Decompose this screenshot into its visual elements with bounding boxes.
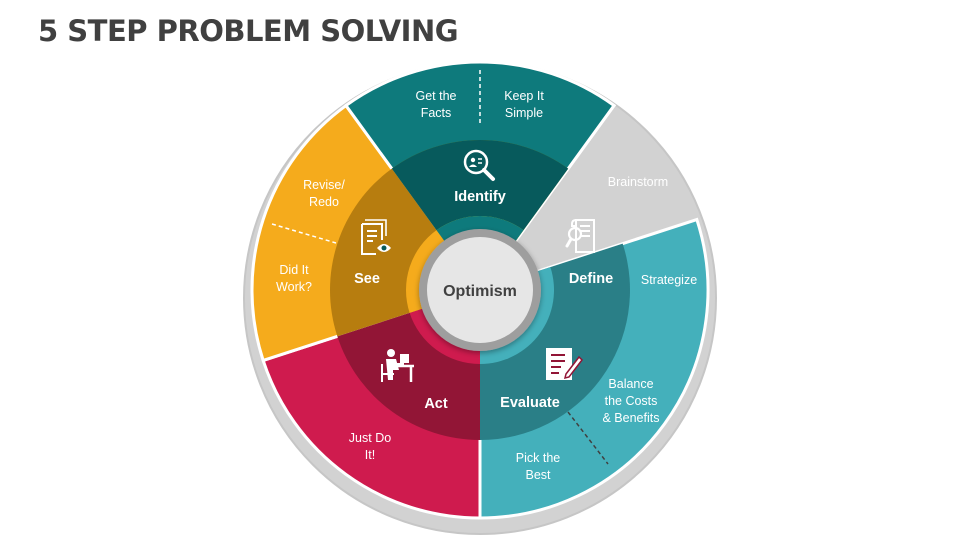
svg-text:Work?: Work? [276, 280, 312, 294]
svg-text:Did It: Did It [279, 263, 309, 277]
label-get-the-facts: Get the Facts [416, 89, 457, 120]
divider-define [625, 221, 689, 244]
center-label: Optimism [443, 283, 517, 300]
step-label-act: Act [424, 396, 448, 412]
svg-text:Revise/: Revise/ [303, 178, 345, 192]
step-label-define: Define [569, 271, 613, 287]
label-keep-it-simple: Keep It Simple [504, 89, 544, 120]
svg-text:the Costs: the Costs [605, 394, 658, 408]
svg-text:Strategize: Strategize [641, 273, 697, 287]
svg-text:Just Do: Just Do [349, 431, 391, 445]
page-title: 5 STEP PROBLEM SOLVING [38, 14, 459, 48]
svg-text:It!: It! [365, 448, 375, 462]
person-at-desk-icon [381, 349, 414, 382]
step-label-see: See [354, 271, 380, 287]
label-strategize: Strategize [641, 273, 697, 287]
svg-text:Keep It: Keep It [504, 89, 544, 103]
svg-text:& Benefits: & Benefits [603, 411, 660, 425]
svg-text:Brainstorm: Brainstorm [608, 175, 668, 189]
label-revise-redo: Revise/ Redo [303, 178, 345, 209]
divider-evaluate [567, 411, 609, 465]
document-eye-icon [361, 219, 391, 255]
hub-center [427, 237, 533, 343]
magnifier-icon [463, 149, 495, 181]
svg-text:Simple: Simple [505, 106, 543, 120]
svg-text:Redo: Redo [309, 195, 339, 209]
step-label-evaluate: Evaluate [500, 395, 560, 411]
label-brainstorm: Brainstorm [608, 175, 668, 189]
label-balance-costs-benefits: Balance the Costs & Benefits [603, 377, 660, 425]
svg-text:Best: Best [525, 468, 551, 482]
inner-sector-see [391, 140, 569, 290]
label-did-it-work: Did It Work? [276, 263, 312, 294]
label-just-do-it: Just Do It! [349, 431, 391, 462]
step-label-identify: Identify [454, 189, 506, 205]
label-pick-the-best: Pick the Best [516, 451, 561, 482]
checklist-pen-icon [546, 348, 583, 380]
svg-text:Get the: Get the [416, 89, 457, 103]
document-magnifier-icon [565, 219, 595, 253]
svg-text:Facts: Facts [421, 106, 452, 120]
svg-text:Pick the: Pick the [516, 451, 561, 465]
svg-text:Balance: Balance [608, 377, 653, 391]
